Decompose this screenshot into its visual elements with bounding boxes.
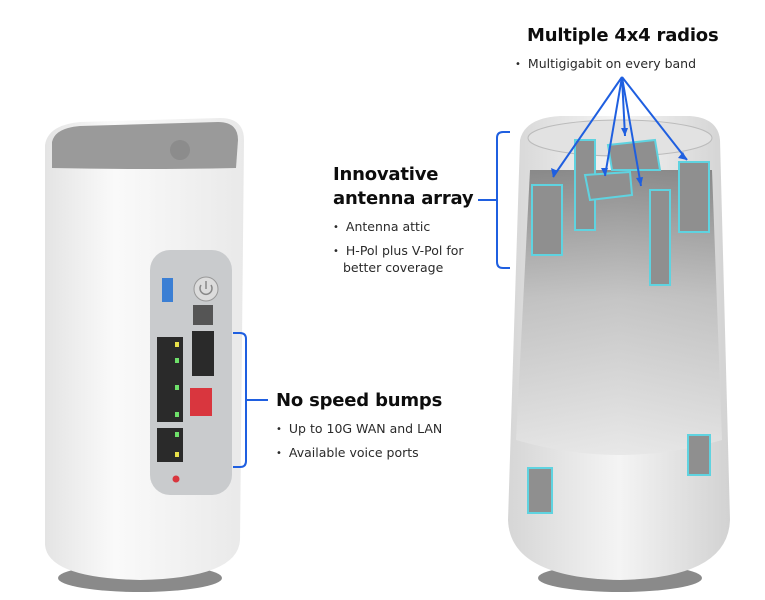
router-cutaway-view	[508, 116, 730, 592]
usb-port-icon	[162, 278, 173, 302]
antenna-bullet: Antenna attic	[333, 218, 430, 236]
antenna-title-line1: Innovative	[333, 164, 439, 185]
radios-title: Multiple 4x4 radios	[527, 25, 719, 46]
radio-arrows	[552, 76, 688, 187]
ports-bullet: Available voice ports	[276, 444, 419, 462]
ethernet-port-icon	[157, 331, 214, 462]
ports-bullet: Up to 10G WAN and LAN	[276, 420, 442, 438]
antenna-title-line2: antenna array	[333, 188, 474, 209]
antenna-bracket	[478, 131, 510, 269]
power-icon	[199, 281, 213, 295]
radios-bullet: Multigigabit on every band	[515, 55, 696, 73]
ports-title: No speed bumps	[276, 390, 443, 411]
antenna-bullet: H-Pol plus V-Pol for	[333, 242, 464, 260]
reset-button-icon	[172, 475, 180, 483]
antenna-bullet-continuation: better coverage	[343, 260, 444, 275]
qr-code-icon	[193, 305, 213, 325]
arrowheads	[551, 128, 687, 186]
router-front-view	[45, 118, 244, 592]
ports-bracket	[233, 332, 268, 468]
